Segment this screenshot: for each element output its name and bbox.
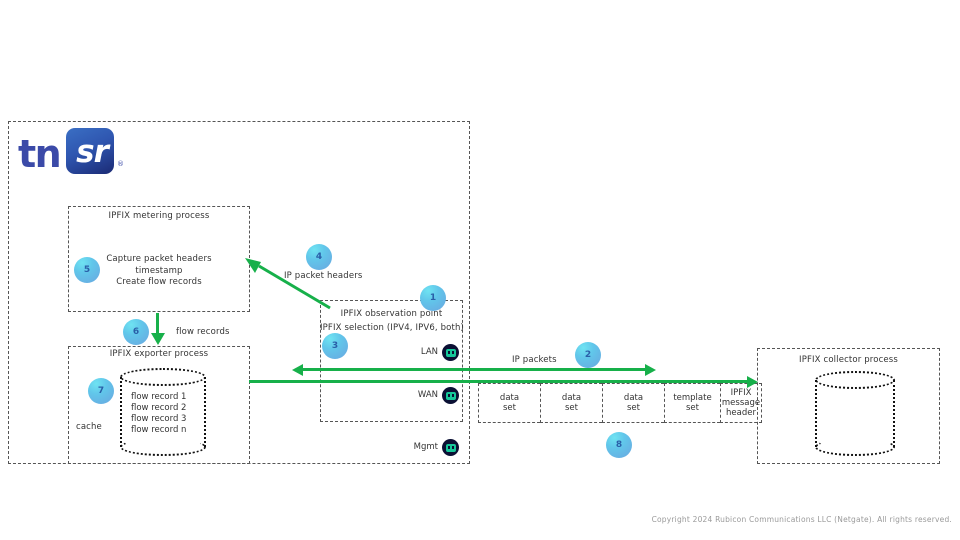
cylinder-top <box>120 368 206 386</box>
network-port-icon-wan[interactable] <box>442 387 459 404</box>
ipfix-collector-process-title: IPFIX collector process <box>799 355 898 365</box>
ip-packets-arrowhead-right <box>645 363 656 376</box>
inbound-packets-arrowhead <box>292 363 303 376</box>
ipfix-observation-point-title: IPFIX observation point <box>340 309 443 319</box>
tnsr-logo: tn sr ® <box>18 128 128 178</box>
ipfix-metering-process-body: Capture packet headers timestamp Create … <box>106 254 212 287</box>
packet-box-data-set-3: data set <box>602 383 664 423</box>
flow-record-cache-cylinder: flow record 1 flow record 2 flow record … <box>120 368 206 456</box>
ipfix-collector-process-box <box>757 348 940 464</box>
flow-records-label: flow records <box>176 327 230 337</box>
ip-packet-headers-label: IP packet headers <box>284 271 363 281</box>
packet-box-template-set: template set <box>664 383 720 423</box>
ipfix-exporter-process-title: IPFIX exporter process <box>109 349 209 359</box>
step-badge-6: 6 <box>123 319 149 345</box>
collector-storage-cylinder <box>815 371 895 456</box>
step-badge-7: 7 <box>88 378 114 404</box>
port-glyph <box>445 443 456 452</box>
ipfix-selection-subtitle: IPFIX selection (IPV4, IPV6, both) <box>319 323 465 333</box>
packet-box-ipfix-message-header: IPFIX message header <box>720 383 762 423</box>
step-badge-2: 2 <box>575 342 601 368</box>
port-label-wan: WAN <box>417 390 438 400</box>
flow-records-list: flow record 1 flow record 2 flow record … <box>131 391 187 435</box>
flow-records-arrowhead <box>150 333 165 345</box>
ipfix-message-packet-strip: data set data set data set template set … <box>478 383 762 423</box>
logo-square <box>66 128 114 174</box>
port-label-mgmt: Mgmt <box>413 442 438 452</box>
port-glyph <box>445 391 456 400</box>
logo-text-tn: tn <box>18 132 62 176</box>
step-badge-3: 3 <box>322 333 348 359</box>
network-port-icon-mgmt[interactable] <box>442 439 459 456</box>
step-badge-1: 1 <box>420 285 446 311</box>
logo-registered-mark: ® <box>117 160 124 168</box>
cylinder-bottom <box>815 438 895 456</box>
cylinder-top <box>815 371 895 389</box>
step-badge-4: 4 <box>306 244 332 270</box>
port-label-lan: LAN <box>420 347 438 357</box>
ipfix-observation-point-box <box>320 300 463 422</box>
ipfix-metering-process-box <box>68 206 250 312</box>
ipfix-metering-process-title: IPFIX metering process <box>108 211 210 221</box>
step-badge-5: 5 <box>74 257 100 283</box>
flow-records-arrow-line <box>156 313 159 337</box>
cylinder-body <box>815 380 895 447</box>
export-to-collector-arrowhead <box>747 375 758 388</box>
cylinder-bottom <box>120 438 206 456</box>
inbound-packets-line <box>302 368 650 371</box>
exporter-cache-label: cache <box>76 422 102 432</box>
ipfix-exporter-process-box <box>68 346 250 464</box>
packet-box-data-set-1: data set <box>478 383 540 423</box>
ip-packets-label: IP packets <box>512 355 557 365</box>
port-glyph <box>445 348 456 357</box>
logo-text-sr: sr <box>76 134 109 170</box>
export-to-collector-line <box>249 380 749 383</box>
cylinder-body <box>120 377 206 447</box>
ip-packet-headers-arrow <box>245 258 331 310</box>
packet-box-data-set-2: data set <box>540 383 602 423</box>
network-port-icon-lan[interactable] <box>442 344 459 361</box>
step-badge-8: 8 <box>606 432 632 458</box>
copyright-notice: Copyright 2024 Rubicon Communications LL… <box>651 515 952 524</box>
